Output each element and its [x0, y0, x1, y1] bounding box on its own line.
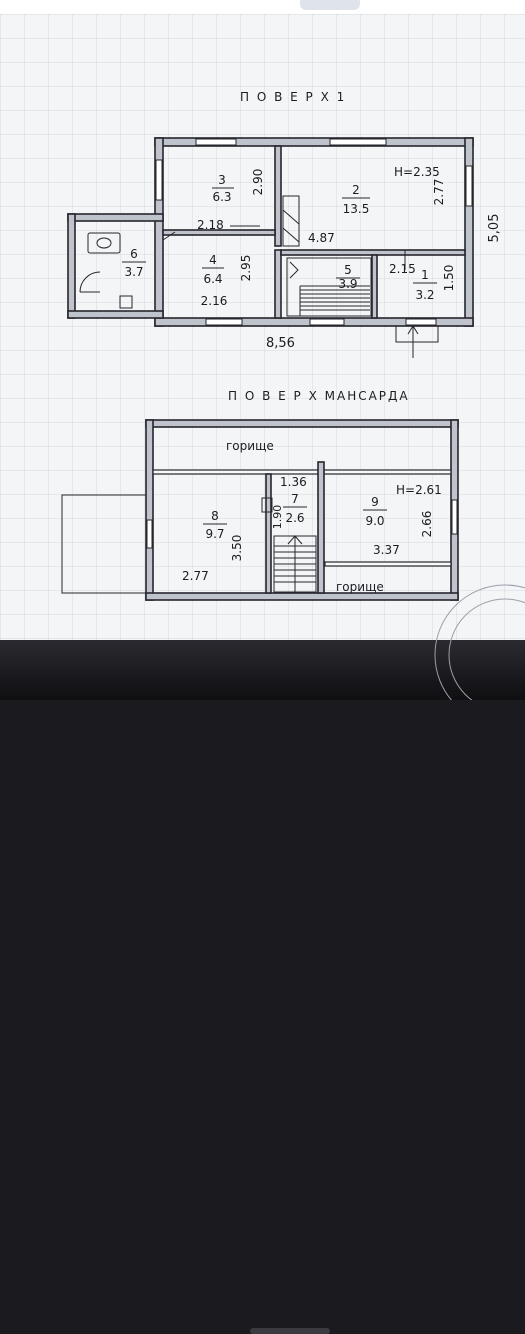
floor1-title: П О В Е Р Х 1 [240, 90, 346, 104]
dim-4-87: 4.87 [308, 231, 335, 245]
floor-plan-drawing: П О В Е Р Х 1 [61, 90, 525, 700]
dim-1-90: 1.90 [271, 505, 284, 530]
attic-windows [146, 499, 458, 549]
svg-text:13.5: 13.5 [343, 202, 370, 216]
room-1-label: 1 3.2 [413, 268, 437, 302]
dim-overall-depth: 5,05 [487, 214, 502, 243]
dim-2-77-attic: 2.77 [182, 569, 209, 583]
dim-2-95: 2.95 [239, 255, 253, 282]
svg-text:1: 1 [421, 268, 429, 282]
dim-overall-width: 8,56 [266, 336, 295, 351]
attic-lean-to [61, 494, 147, 594]
svg-text:7: 7 [291, 492, 299, 506]
toolbar-icons[interactable] [300, 0, 360, 10]
room-4-label: 4 6.4 [202, 253, 224, 286]
attic-stairs [273, 535, 317, 593]
dim-1-50: 1.50 [442, 265, 456, 292]
entrance-marker [395, 325, 439, 358]
attic-loft-label-top: горище [226, 439, 274, 453]
room-2-label: 2 13.5 [342, 183, 370, 216]
svg-text:9.0: 9.0 [365, 514, 384, 528]
floor1-stairs [286, 257, 372, 317]
svg-text:6.4: 6.4 [203, 272, 222, 286]
svg-text:8: 8 [211, 509, 219, 523]
room-5-label: 5 3.9 [336, 263, 360, 291]
room-6-label: 6 3.7 [122, 247, 146, 279]
toilet-icon [79, 232, 133, 309]
floor1-doors [162, 225, 406, 270]
attic-loft-label-bottom: горище [336, 580, 384, 594]
room-9-label: 9 9.0 [363, 495, 387, 528]
dim-2-16: 2.16 [201, 294, 228, 308]
svg-text:2: 2 [352, 183, 360, 197]
svg-text:9: 9 [371, 495, 379, 509]
svg-text:2.6: 2.6 [285, 511, 304, 525]
floor1-slab [282, 195, 300, 247]
dim-2-90: 2.90 [251, 169, 265, 196]
svg-text:5: 5 [344, 263, 352, 277]
svg-text:6.3: 6.3 [212, 190, 231, 204]
dim-1-36: 1.36 [280, 475, 307, 489]
dim-2-66: 2.66 [420, 511, 434, 538]
room-8-label: 8 9.7 [203, 509, 227, 541]
dim-2-77: 2.77 [432, 179, 446, 206]
dim-2-18: 2.18 [197, 218, 224, 232]
svg-text:3.9: 3.9 [338, 277, 357, 291]
svg-text:9.7: 9.7 [205, 527, 224, 541]
svg-text:3: 3 [218, 173, 226, 187]
attic-height-label: H=2.61 [396, 483, 442, 497]
dim-3-37: 3.37 [373, 543, 400, 557]
svg-text:6: 6 [130, 247, 138, 261]
svg-text:3.2: 3.2 [415, 288, 434, 302]
bezel-brand [250, 1328, 330, 1334]
attic-title: П О В Е Р Х МАНСАРДА [228, 389, 410, 403]
room-7-label: 7 2.6 [283, 492, 307, 525]
svg-text:3.7: 3.7 [124, 265, 143, 279]
seal-stamp [434, 584, 525, 700]
dim-2-15: 2.15 [389, 262, 416, 276]
floor1-windows [155, 138, 473, 326]
room-3-label: 3 6.3 [212, 173, 234, 204]
floor1-height-label: H=2.35 [394, 165, 440, 179]
svg-text:4: 4 [209, 253, 217, 267]
browser-top-bar [0, 0, 525, 14]
dim-3-50: 3.50 [230, 535, 244, 562]
